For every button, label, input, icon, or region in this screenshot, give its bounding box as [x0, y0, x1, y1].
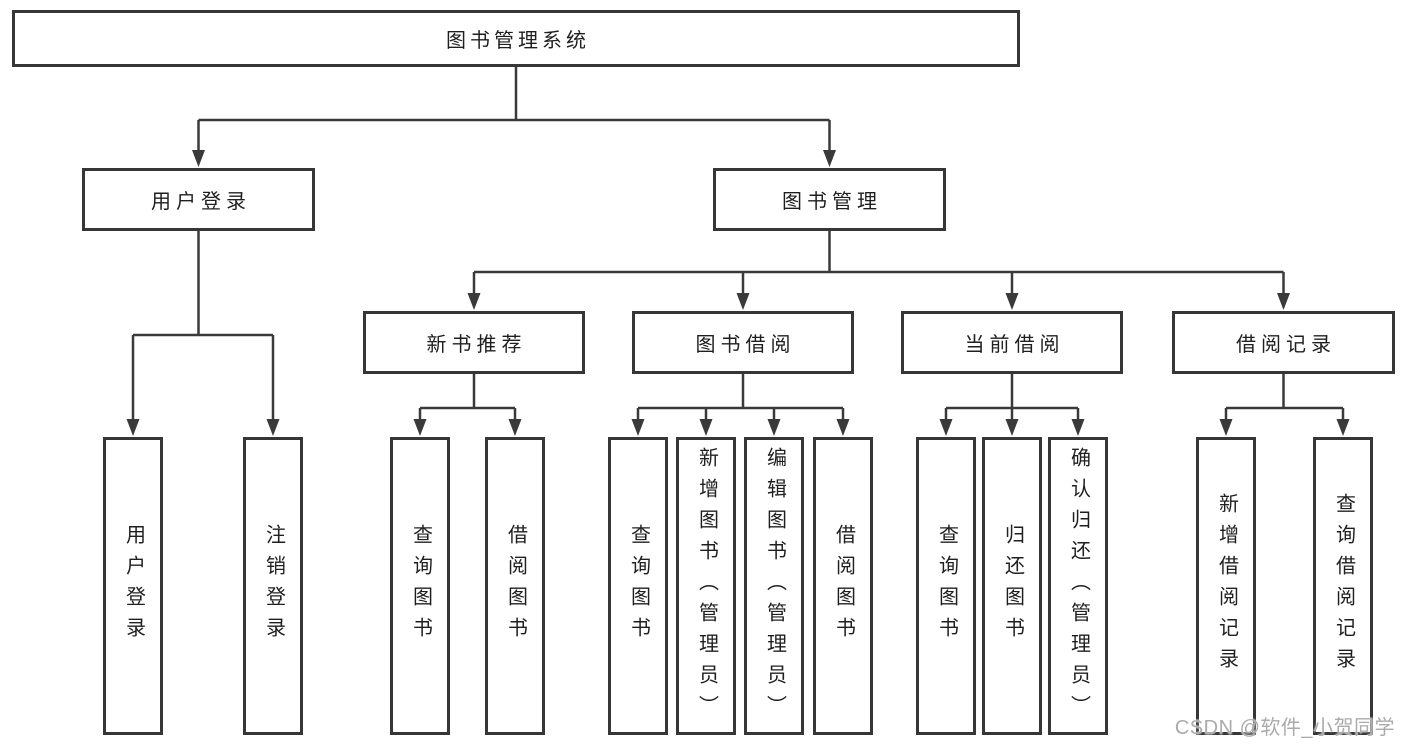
connector-management-to-level3	[472, 231, 1285, 299]
leaf-logout: 注销登录	[243, 437, 303, 735]
leaf-confirm-return-admin: 确认归还（管理员）	[1048, 437, 1108, 735]
arrowhead	[1071, 419, 1085, 436]
arrowhead	[1219, 419, 1233, 436]
leaf-label: 新增借阅记录	[1215, 493, 1238, 679]
arrowhead	[823, 150, 836, 167]
leaf-return-books: 归还图书	[982, 437, 1042, 735]
arrowhead	[1005, 419, 1019, 436]
arrowhead	[192, 150, 205, 167]
arrowhead	[1277, 293, 1290, 310]
leaf-label: 注销登录	[262, 524, 285, 648]
connector-root-to-level2	[197, 67, 831, 156]
leaf-label: 用户登录	[122, 524, 145, 648]
arrowhead	[126, 419, 140, 436]
leaf-label: 确认归还（管理员）	[1067, 446, 1090, 726]
leaf-label: 借阅图书	[504, 524, 527, 648]
csdn-watermark: CSDN @软件_小贺同学	[1174, 717, 1395, 739]
node-borrow-records: 借阅记录	[1172, 311, 1395, 374]
arrowhead	[413, 419, 427, 436]
arrowhead	[631, 419, 645, 436]
node-current-borrow: 当前借阅	[901, 311, 1123, 374]
connector-newbook-to-leaves	[418, 374, 517, 425]
connector-records-to-leaves	[1224, 374, 1345, 425]
node-new-book-recommend: 新书推荐	[363, 311, 585, 374]
arrowhead	[1336, 419, 1350, 436]
leaf-add-borrow-record: 新增借阅记录	[1196, 437, 1256, 735]
arrowhead	[939, 419, 953, 436]
connector-borrow-to-leaves	[636, 374, 845, 425]
leaf-edit-books-admin: 编辑图书（管理员）	[744, 437, 804, 735]
leaf-query-books-recommend: 查询图书	[390, 437, 450, 735]
node-book-management: 图书管理	[713, 168, 946, 231]
leaf-label: 编辑图书（管理员）	[763, 446, 786, 726]
leaf-borrow-books: 借阅图书	[813, 437, 873, 735]
leaf-user-login: 用户登录	[103, 437, 163, 735]
leaf-query-borrow-record: 查询借阅记录	[1313, 437, 1373, 735]
arrowhead	[467, 293, 481, 310]
arrowhead	[508, 419, 522, 436]
leaf-label: 查询借阅记录	[1332, 493, 1355, 679]
connector-current-to-leaves	[944, 374, 1080, 425]
arrowhead	[699, 419, 713, 436]
leaf-label: 归还图书	[1001, 524, 1024, 648]
leaf-label: 查询图书	[627, 524, 650, 648]
leaf-query-books-current: 查询图书	[916, 437, 976, 735]
arrowhead	[266, 419, 280, 436]
arrowhead	[836, 419, 850, 436]
leaf-label: 新增图书（管理员）	[695, 446, 718, 726]
node-book-borrow: 图书借阅	[632, 311, 854, 374]
arrowhead	[736, 293, 750, 310]
arrowhead	[1005, 293, 1019, 310]
node-library-system: 图书管理系统	[12, 10, 1020, 67]
leaf-label: 查询图书	[935, 524, 958, 648]
leaf-label: 查询图书	[409, 524, 432, 648]
leaf-add-books-admin: 新增图书（管理员）	[676, 437, 736, 735]
node-user-login: 用户登录	[82, 168, 315, 231]
leaf-label: 借阅图书	[832, 524, 855, 648]
leaf-borrow-books-recommend: 借阅图书	[485, 437, 545, 735]
connector-login-to-leaves	[131, 231, 275, 425]
leaf-query-books-borrow: 查询图书	[608, 437, 668, 735]
arrowhead	[767, 419, 781, 436]
